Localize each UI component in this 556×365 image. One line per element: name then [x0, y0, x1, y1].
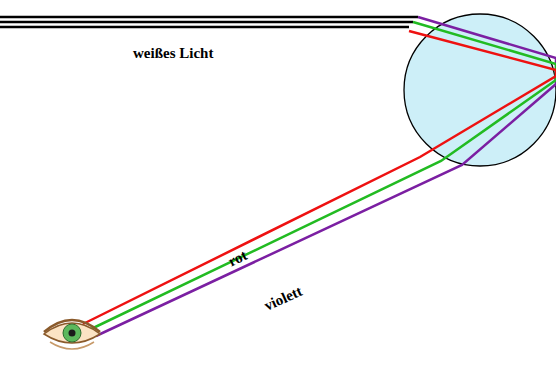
beam-label: weißes Licht — [133, 46, 213, 61]
white-light-beam — [0, 17, 418, 27]
light-rays — [83, 17, 556, 336]
ray-label: violett — [262, 284, 305, 314]
eye-icon — [44, 320, 100, 349]
